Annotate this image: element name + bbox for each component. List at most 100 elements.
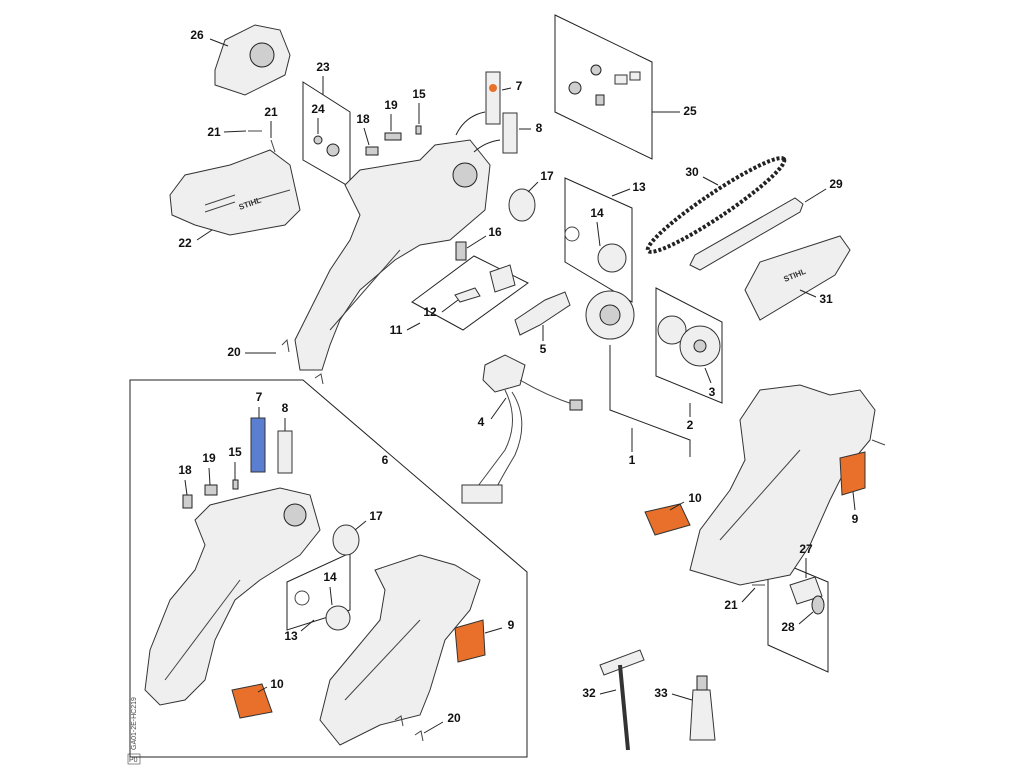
callout-7-top: 7 bbox=[516, 79, 523, 93]
callout-9-right: 9 bbox=[852, 512, 859, 526]
cover-vent-3 bbox=[254, 189, 291, 201]
sticker-10-lower bbox=[231, 683, 273, 719]
screw-19-lower bbox=[204, 484, 218, 496]
callout-29: 29 bbox=[829, 177, 843, 191]
leader-7-top bbox=[501, 87, 512, 91]
screw-19-top bbox=[384, 132, 402, 141]
leader-10-lower bbox=[257, 686, 268, 693]
leader-16 bbox=[466, 235, 487, 249]
clip-20-top-a bbox=[281, 338, 290, 353]
callout-17-lower: 17 bbox=[369, 509, 383, 523]
part-16 bbox=[455, 241, 467, 261]
sprocket-part bbox=[657, 315, 687, 345]
callout-6: 6 bbox=[382, 453, 389, 467]
callout-3: 3 bbox=[709, 385, 716, 399]
callout-7-lower: 7 bbox=[256, 390, 263, 404]
leader-4 bbox=[490, 397, 507, 420]
callout-31: 31 bbox=[819, 292, 833, 306]
part-25-a bbox=[568, 81, 582, 95]
parts: STIHL bbox=[144, 24, 886, 751]
housing-lower-left-grip bbox=[164, 579, 241, 681]
leader-33 bbox=[671, 693, 693, 701]
leader-11 bbox=[406, 322, 421, 331]
callout-8-top: 8 bbox=[536, 121, 543, 135]
leader-17-top bbox=[527, 181, 539, 193]
callout-17-top: 17 bbox=[540, 169, 554, 183]
part-25-c bbox=[614, 74, 628, 85]
harness-wire-1 bbox=[474, 379, 576, 491]
screw-21-b bbox=[270, 139, 276, 153]
housing-lower-middle bbox=[319, 554, 481, 746]
sticker-10-right bbox=[644, 503, 691, 536]
arrow-7-top bbox=[455, 111, 486, 136]
leader-19-lower bbox=[208, 467, 211, 486]
callout-11: 11 bbox=[390, 323, 403, 337]
cover-part-26-hub bbox=[249, 42, 275, 68]
screw-right bbox=[871, 439, 886, 446]
group-1-bracket bbox=[609, 345, 691, 457]
leader-29 bbox=[804, 188, 827, 203]
harness-wire-2 bbox=[489, 391, 523, 501]
housing-top-bore bbox=[452, 162, 478, 188]
leader-9-right bbox=[852, 491, 856, 511]
ring-14-top bbox=[564, 226, 580, 242]
cover-vent-2 bbox=[204, 201, 236, 213]
callout-23: 23 bbox=[316, 60, 330, 74]
scabbard-31 bbox=[744, 235, 851, 321]
sheet-mark-box bbox=[127, 753, 141, 765]
callout-21-top-left: 21 bbox=[207, 125, 221, 139]
leader-26 bbox=[209, 38, 229, 47]
callout-14-top: 14 bbox=[590, 206, 604, 220]
chain-30 bbox=[645, 156, 787, 254]
leader-21-lower-right bbox=[741, 587, 756, 603]
part-28 bbox=[811, 595, 825, 615]
leader-13-top bbox=[611, 188, 631, 197]
callout-24: 24 bbox=[311, 102, 325, 116]
housing-top-grip-line bbox=[329, 249, 401, 331]
callout-28: 28 bbox=[781, 620, 795, 634]
group-25-outline bbox=[554, 14, 653, 160]
part-13-lower bbox=[325, 605, 351, 631]
group-13-outline-bottom bbox=[286, 552, 351, 631]
leader-14-lower bbox=[329, 586, 333, 606]
tube-33 bbox=[689, 689, 716, 741]
part-24 bbox=[313, 135, 323, 145]
drawing-code: GA01-2E-HC219 bbox=[131, 697, 138, 750]
motor-1-core bbox=[599, 304, 621, 326]
sheet-mark: P0 bbox=[129, 757, 138, 764]
leader-18-top bbox=[363, 127, 370, 146]
leader-21-top-left bbox=[223, 130, 247, 133]
cylinder-17-lower bbox=[332, 524, 360, 556]
connector-4 bbox=[569, 399, 583, 411]
sticker-7-lower bbox=[250, 417, 266, 473]
screw-18-lower bbox=[182, 494, 193, 509]
screw-18-top bbox=[365, 146, 379, 156]
leader-14-top bbox=[596, 221, 601, 247]
callout-14-lower: 14 bbox=[323, 570, 337, 584]
callout-21-top-right: 21 bbox=[264, 105, 278, 119]
leader-30 bbox=[702, 176, 719, 186]
part-25-e bbox=[629, 71, 641, 81]
part-11-piece bbox=[489, 264, 516, 293]
sprocket-3-hub bbox=[693, 339, 707, 353]
leader-13-lower bbox=[300, 619, 315, 632]
callout-19-top: 19 bbox=[384, 98, 398, 112]
clip-20-lower-a bbox=[394, 715, 404, 727]
sticker-7-top bbox=[485, 71, 501, 125]
leader-10-right bbox=[669, 501, 685, 511]
callout-27: 27 bbox=[799, 542, 813, 556]
callout-10-lower: 10 bbox=[270, 677, 284, 691]
callout-4: 4 bbox=[478, 415, 485, 429]
housing-top bbox=[294, 139, 491, 371]
callout-21-lower-right: 21 bbox=[724, 598, 738, 612]
clip-20-top-b bbox=[314, 373, 324, 385]
callout-26: 26 bbox=[190, 28, 204, 42]
callout-20-lower: 20 bbox=[447, 711, 461, 725]
callout-13-lower: 13 bbox=[284, 629, 298, 643]
part-27 bbox=[789, 576, 823, 605]
housing-right bbox=[689, 384, 876, 586]
callout-18-top: 18 bbox=[356, 112, 370, 126]
callout-13-top: 13 bbox=[632, 180, 646, 194]
sticker-7-top-dot bbox=[489, 84, 497, 92]
